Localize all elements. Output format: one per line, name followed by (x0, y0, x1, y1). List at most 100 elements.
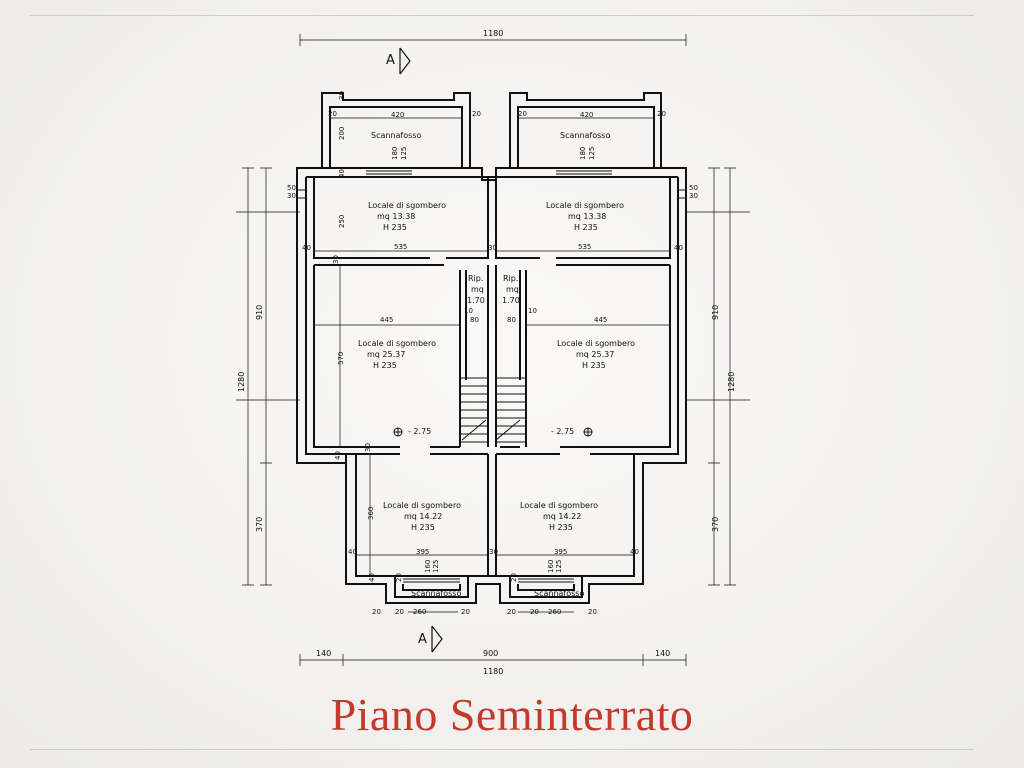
dim-535: 535 (578, 243, 591, 251)
room-area: mq 14.22 (543, 512, 581, 521)
dim-30: 30 (364, 443, 372, 452)
dim-535: 535 (394, 243, 407, 251)
rip-area: 1.70 (467, 296, 485, 305)
section-marker-label: A (418, 632, 427, 647)
dim-260: 260 (413, 608, 426, 616)
dim-160: 160 (424, 560, 432, 573)
rip-unit: mq (471, 285, 484, 294)
dim-125: 125 (432, 560, 440, 573)
dim-30: 30 (332, 255, 340, 264)
dim-125: 125 (555, 560, 563, 573)
room-scannafosso-top-right: Scannafosso (560, 131, 610, 140)
room-height: H 235 (383, 223, 407, 232)
dim-total-bottom: 1180 (483, 667, 503, 676)
section-marker-bottom: A (418, 625, 443, 653)
exterior-walls (296, 92, 687, 604)
dim-middle: 900 (483, 649, 498, 658)
room-name: Locale di sgombero (383, 501, 461, 510)
dim-30: 30 (287, 192, 296, 200)
top-divider (30, 15, 974, 16)
dim-200: 200 (338, 127, 346, 140)
section-marker-label: A (386, 53, 395, 68)
dim-20: 20 (328, 110, 337, 118)
dim-30: 30 (489, 548, 498, 556)
dim-570: 570 (337, 352, 345, 365)
dim-160: 160 (547, 560, 555, 573)
dim-total-top: 1180 (483, 29, 503, 38)
dim-180: 180 (579, 147, 587, 160)
dim-10: 10 (464, 307, 473, 315)
room-height: H 235 (549, 523, 573, 532)
dim-395: 395 (554, 548, 567, 556)
dim-30: 30 (338, 91, 346, 100)
room-scannafosso-top-left: Scannafosso (371, 131, 421, 140)
dim-40: 40 (630, 548, 639, 556)
room-height: H 235 (574, 223, 598, 232)
dim-40: 40 (674, 244, 683, 252)
room-name: Locale di sgombero (546, 201, 624, 210)
dim-20: 20 (530, 608, 539, 616)
dim-side-left: 140 (316, 649, 331, 658)
room-area: mq 14.22 (404, 512, 442, 521)
dim-80: 80 (507, 316, 516, 324)
floor-plan: A A - 2.75 - 2.75 1180 1180 900 140 140 … (236, 29, 750, 676)
dim-40: 40 (334, 451, 342, 460)
dim-40: 40 (348, 548, 357, 556)
room-area: mq 25.37 (576, 350, 614, 359)
dim-125: 125 (400, 147, 408, 160)
room-area: mq 13.38 (568, 212, 606, 221)
dim-right-lower: 370 (711, 517, 720, 532)
level-marker-right: - 2.75 (551, 427, 593, 437)
window-marks (297, 167, 686, 583)
dimension-lines (236, 34, 750, 666)
page-title: Piano Seminterrato (330, 689, 694, 740)
dim-20: 20 (510, 573, 518, 582)
dim-20: 20 (461, 608, 470, 616)
dim-40: 40 (368, 573, 376, 582)
rip-label: Rip. (468, 274, 483, 283)
dim-360: 360 (367, 507, 375, 520)
dim-40: 40 (338, 169, 346, 178)
bottom-divider (30, 749, 974, 750)
room-scannafosso-bottom-left: Scannafosso (411, 589, 461, 598)
dim-left-lower: 370 (255, 517, 264, 532)
room-name: Locale di sgombero (520, 501, 598, 510)
dim-125: 125 (588, 147, 596, 160)
dim-20: 20 (518, 110, 527, 118)
dim-250: 250 (338, 215, 346, 228)
dim-20: 20 (372, 608, 381, 616)
room-area: mq 25.37 (367, 350, 405, 359)
dim-left-total: 1280 (237, 372, 246, 392)
dim-20: 20 (588, 608, 597, 616)
dim-40: 40 (302, 244, 311, 252)
room-name: Locale di sgombero (557, 339, 635, 348)
dim-20: 20 (657, 110, 666, 118)
rip-unit: mq (506, 285, 519, 294)
dim-395: 395 (416, 548, 429, 556)
dim-20: 20 (395, 608, 404, 616)
dim-20: 20 (472, 110, 481, 118)
dim-180: 180 (391, 147, 399, 160)
room-height: H 235 (373, 361, 397, 370)
room-name: Locale di sgombero (358, 339, 436, 348)
level-label: - 2.75 (408, 427, 431, 436)
room-height: H 235 (582, 361, 606, 370)
rip-label: Rip. (503, 274, 518, 283)
rip-area: 1.70 (502, 296, 520, 305)
dim-30: 30 (488, 244, 497, 252)
room-area: mq 13.38 (377, 212, 415, 221)
level-label: - 2.75 (551, 427, 574, 436)
dim-left-upper: 910 (255, 305, 264, 320)
dim-260: 260 (548, 608, 561, 616)
dim-50: 50 (287, 184, 296, 192)
room-height: H 235 (411, 523, 435, 532)
stairs (460, 377, 526, 443)
dim-445: 445 (594, 316, 607, 324)
dim-445: 445 (380, 316, 393, 324)
dim-side-right: 140 (655, 649, 670, 658)
room-name: Locale di sgombero (368, 201, 446, 210)
dim-20: 20 (395, 573, 403, 582)
dim-420: 420 (391, 111, 404, 119)
dim-420: 420 (580, 111, 593, 119)
dim-20: 20 (507, 608, 516, 616)
